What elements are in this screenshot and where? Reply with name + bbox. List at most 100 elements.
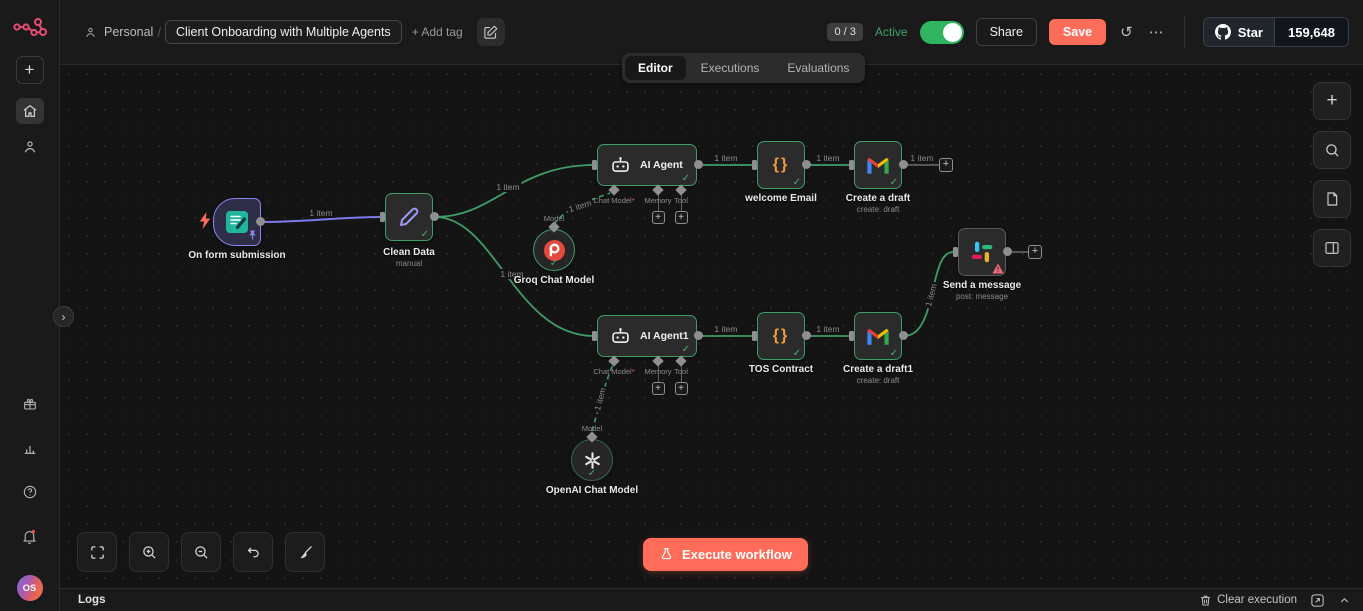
gmail-icon — [867, 328, 889, 345]
node-sublabel: create: draft — [856, 205, 900, 214]
bell-icon — [23, 529, 36, 544]
issues-counter-badge: 0 / 3 — [827, 23, 863, 41]
toggle-knob — [942, 22, 962, 42]
node-clean-data[interactable]: ✓ — [385, 193, 433, 241]
open-logs-icon[interactable] — [1310, 593, 1325, 608]
logs-title: Logs — [78, 594, 106, 606]
sidebar-item-insights[interactable] — [16, 435, 44, 461]
expand-panel-button[interactable]: › — [53, 306, 74, 327]
node-create-draft[interactable]: ✓ — [854, 141, 902, 189]
more-options-button[interactable]: ⋯ — [1148, 24, 1164, 41]
success-icon: ✓ — [587, 468, 597, 479]
node-label: On form submission — [188, 250, 286, 261]
save-button[interactable]: Save — [1048, 19, 1107, 45]
node-ai-agent1[interactable]: AI Agent1 ✓ — [597, 315, 697, 357]
port-line — [657, 365, 659, 382]
node-label: Create a draft1 — [842, 364, 914, 375]
add-memory-button[interactable]: + — [651, 211, 665, 224]
logs-panel-header[interactable]: Logs Clear execution — [60, 588, 1363, 611]
output-port[interactable] — [430, 212, 439, 221]
edit-workflow-button[interactable] — [476, 18, 505, 46]
collapse-logs-icon[interactable] — [1338, 594, 1351, 607]
add-tag-button[interactable]: + Add tag — [411, 25, 463, 39]
header-divider — [1183, 15, 1185, 49]
sidebar-item-notifications[interactable] — [16, 523, 44, 549]
sidebar-item-personal[interactable] — [16, 134, 44, 160]
undo-button[interactable] — [233, 532, 273, 572]
canvas[interactable] — [60, 65, 1363, 588]
node-openai-chat-model[interactable]: ✓ — [571, 439, 613, 481]
add-connection-button[interactable]: + — [939, 158, 953, 172]
success-icon: ✓ — [792, 348, 801, 359]
node-ai-agent[interactable]: AI Agent ✓ — [597, 144, 697, 186]
port-label-chat-model: Chat Model* — [593, 367, 634, 376]
clear-execution-button[interactable]: Clear execution — [1199, 594, 1297, 607]
output-port[interactable] — [1003, 247, 1012, 256]
zoom-in-icon — [142, 545, 156, 559]
zoom-in-button[interactable] — [129, 532, 169, 572]
input-port — [592, 331, 597, 341]
clear-execution-label: Clear execution — [1217, 594, 1297, 606]
node-tos-contract[interactable]: {} ✓ — [757, 312, 805, 360]
github-star-widget[interactable]: Star 159,648 — [1202, 17, 1349, 47]
add-memory-button[interactable]: + — [651, 382, 665, 395]
active-toggle[interactable] — [919, 20, 964, 44]
search-nodes-button[interactable] — [1313, 131, 1351, 169]
output-port[interactable] — [256, 217, 265, 226]
output-port[interactable] — [899, 331, 908, 340]
node-send-message[interactable] — [958, 228, 1006, 276]
sticky-note-button[interactable] — [1313, 180, 1351, 218]
success-icon: ✓ — [792, 177, 801, 188]
tab-executions[interactable]: Executions — [700, 61, 760, 75]
breadcrumb[interactable]: Personal — [84, 25, 153, 39]
add-node-button[interactable]: + — [1313, 82, 1351, 120]
add-connection-button[interactable]: + — [1028, 245, 1042, 259]
node-create-draft1[interactable]: ✓ — [854, 312, 902, 360]
toggle-panel-button[interactable] — [1313, 229, 1351, 267]
share-button[interactable]: Share — [975, 18, 1037, 46]
user-avatar[interactable]: OS — [16, 575, 43, 601]
output-port[interactable] — [694, 331, 703, 340]
output-port[interactable] — [694, 160, 703, 169]
warning-icon — [992, 263, 1004, 274]
fit-view-button[interactable] — [77, 532, 117, 572]
success-icon: ✓ — [681, 173, 690, 184]
edge-label: 1 item — [494, 182, 522, 192]
code-icon: {} — [772, 156, 790, 173]
node-label: Clean Data — [383, 247, 435, 258]
tidy-up-button[interactable] — [285, 532, 325, 572]
add-tool-button[interactable]: + — [674, 382, 688, 395]
robot-icon — [612, 157, 629, 172]
sidebar-item-templates[interactable] — [16, 391, 44, 417]
sidebar-item-help[interactable] — [16, 479, 44, 505]
port-label-memory: Memory — [644, 196, 672, 205]
search-icon — [1325, 143, 1339, 157]
tab-evaluations[interactable]: Evaluations — [787, 61, 850, 75]
project-name[interactable]: Personal — [104, 25, 154, 39]
github-star-button[interactable]: Star — [1203, 18, 1275, 46]
output-port[interactable] — [899, 160, 908, 169]
edit-fields-icon — [400, 207, 419, 226]
node-welcome-email[interactable]: {} ✓ — [757, 141, 805, 189]
required-marker: * — [631, 367, 635, 376]
node-sublabel: post: message — [955, 292, 1009, 301]
flask-icon — [661, 548, 672, 560]
sidebar-item-overview[interactable] — [15, 98, 44, 124]
add-tool-button[interactable]: + — [674, 211, 688, 224]
workflow-history-button[interactable]: ↺ — [1120, 24, 1133, 41]
github-star-count[interactable]: 159,648 — [1275, 18, 1348, 46]
zoom-out-button[interactable] — [181, 532, 221, 572]
create-workflow-button[interactable]: + — [15, 56, 44, 84]
node-groq-chat-model[interactable]: ✓ — [533, 229, 575, 271]
success-icon: ✓ — [420, 229, 429, 240]
main-sidebar: + OS — [0, 0, 60, 611]
workflow-title-input[interactable]: Client Onboarding with Multiple Agents — [164, 20, 402, 44]
node-form-trigger[interactable] — [213, 198, 261, 246]
output-port[interactable] — [802, 160, 811, 169]
code-icon: {} — [772, 327, 790, 344]
execute-workflow-button[interactable]: Execute workflow — [643, 538, 808, 571]
tab-editor[interactable]: Editor — [625, 56, 686, 80]
output-port[interactable] — [802, 331, 811, 340]
gmail-icon — [867, 157, 889, 174]
